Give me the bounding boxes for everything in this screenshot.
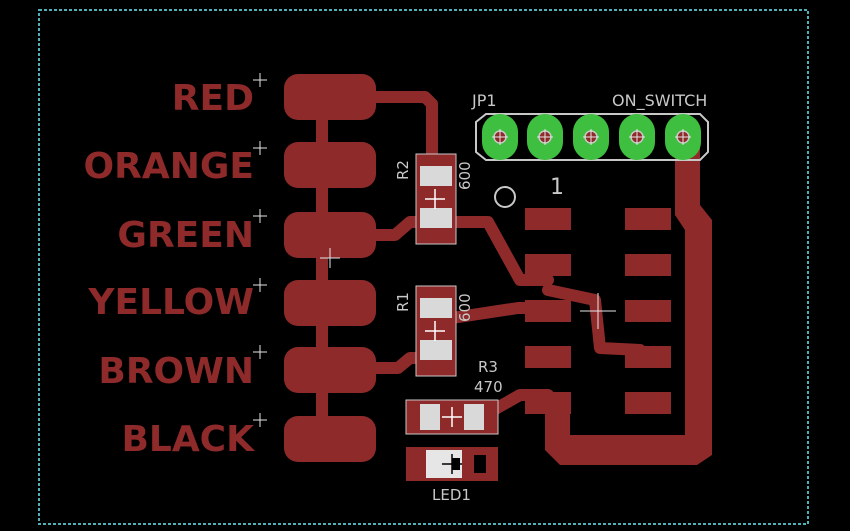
jp1-label: JP1 xyxy=(471,91,497,110)
label-orange: ORANGE xyxy=(84,146,254,187)
origin-marks xyxy=(253,73,616,427)
r1-value: 600 xyxy=(456,293,474,322)
wire-pads xyxy=(284,74,376,462)
label-black: BLACK xyxy=(121,419,255,460)
r3-name: R3 xyxy=(478,358,498,376)
vcc-ground-pour xyxy=(545,145,712,465)
r2-value: 600 xyxy=(456,161,474,190)
header-crosses xyxy=(492,129,691,145)
pad-green xyxy=(284,212,376,258)
label-brown: BROWN xyxy=(98,351,254,392)
r2-name: R2 xyxy=(394,160,412,180)
resistor-r3 xyxy=(405,399,499,435)
r1-name: R1 xyxy=(394,292,412,312)
chip-pads xyxy=(525,208,671,414)
led1 xyxy=(406,447,498,481)
resistor-r1 xyxy=(415,285,457,377)
led1-name: LED1 xyxy=(432,486,471,504)
label-green: GREEN xyxy=(117,215,254,256)
wire-labels: RED ORANGE GREEN YELLOW BROWN BLACK xyxy=(84,78,256,460)
board-outline xyxy=(38,9,809,525)
resistor-r2 xyxy=(415,153,457,245)
pin1-marker: 1 xyxy=(550,175,564,200)
pad-black xyxy=(284,416,376,462)
header-outline xyxy=(475,113,709,161)
pad-yellow xyxy=(284,280,376,326)
on-switch-label: ON_SWITCH xyxy=(612,91,707,111)
r3-value: 470 xyxy=(474,378,503,396)
pad-red xyxy=(284,74,376,120)
pad-orange xyxy=(284,142,376,188)
label-red: RED xyxy=(172,78,254,119)
pin1-dot xyxy=(494,186,516,208)
label-yellow: YELLOW xyxy=(87,282,254,323)
pad-brown xyxy=(284,347,376,393)
